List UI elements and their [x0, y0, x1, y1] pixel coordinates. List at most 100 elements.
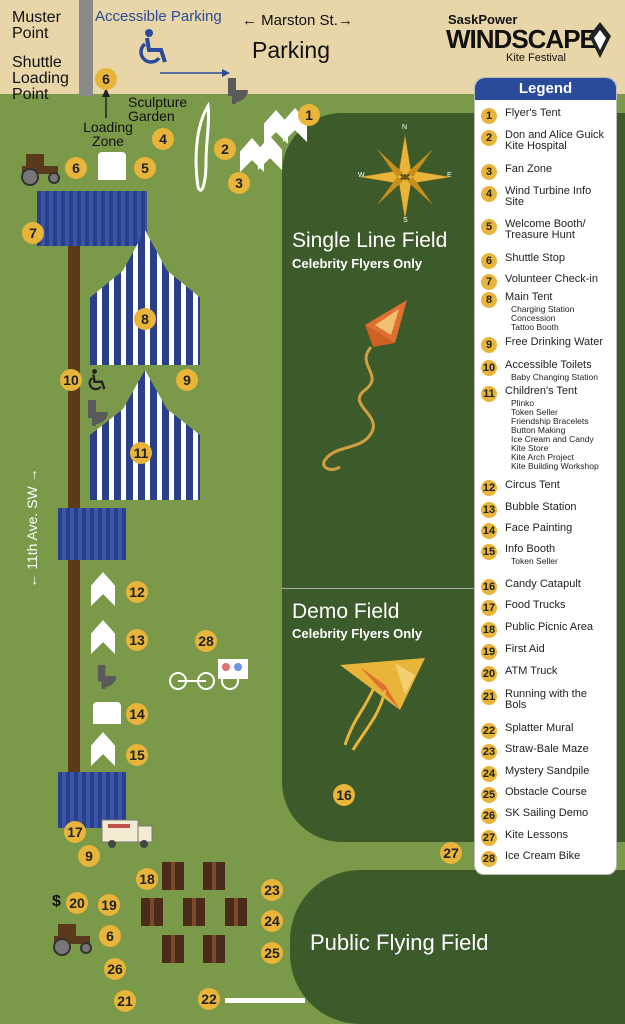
- single-line-subtitle: Celebrity Flyers Only: [292, 256, 423, 271]
- sculpture-garden-icon: [194, 102, 211, 192]
- legend-item-label: Public Picnic Area: [505, 621, 594, 633]
- marker-17: 17: [64, 821, 86, 843]
- legend-item-number: 17: [481, 600, 497, 616]
- legend-item-sub: Friendship Bracelets: [511, 416, 589, 426]
- muster-point-label: Muster Point: [12, 9, 61, 42]
- legend-item-sub: Charging Station: [511, 304, 575, 314]
- legend-item-number: 12: [481, 480, 497, 496]
- marston-street-label: ← Marston St.→: [242, 12, 353, 29]
- toilet-icon-2: [97, 664, 117, 689]
- legend-item-sub: Token Seller: [511, 556, 558, 566]
- legend-item-number: 1: [481, 108, 497, 124]
- compass-e: E: [447, 172, 452, 179]
- main-tent: [90, 230, 200, 365]
- picnic-table: [162, 935, 184, 963]
- volunteer-canopy: [37, 191, 147, 246]
- marker-24: 24: [261, 910, 283, 932]
- legend-item-label: Free Drinking Water: [505, 336, 604, 348]
- marker-10: 10: [60, 369, 82, 391]
- legend-item-number: 10: [481, 360, 497, 376]
- kite-icon-single-line: [322, 300, 407, 471]
- marker-8: 8: [134, 308, 156, 330]
- legend-item-label: Fan Zone: [505, 163, 553, 175]
- legend-item-label: Shuttle Stop: [505, 252, 565, 264]
- atm-dollar-sign: $: [52, 893, 61, 910]
- toilet-icon: [228, 78, 248, 104]
- compass-rose-icon: [359, 134, 451, 220]
- marker-13: 13: [126, 629, 148, 651]
- public-field-title: Public Flying Field: [310, 930, 489, 955]
- legend-item-sub: Kite Store: [511, 443, 549, 453]
- marker-12: 12: [126, 581, 148, 603]
- marker-9: 9: [176, 369, 198, 391]
- legend-item-sub: Kite Arch Project: [511, 452, 574, 462]
- legend-item-label: Info Booth: [505, 543, 556, 555]
- legend-item-label: Wind Turbine Info Site: [505, 185, 592, 208]
- shuttle-loading-label: Shuttle Loading Point: [12, 54, 69, 103]
- demo-title: Demo Field: [292, 600, 400, 623]
- legend-item-number: 2: [481, 130, 497, 146]
- accessible-parking-label: Accessible Parking: [95, 8, 222, 25]
- legend-item-number: 25: [481, 787, 497, 803]
- legend-item-number: 26: [481, 808, 497, 824]
- legend-item-label: ATM Truck: [505, 665, 558, 677]
- legend-item-number: 20: [481, 666, 497, 682]
- picnic-table: [183, 898, 205, 926]
- accessible-icon: [88, 369, 106, 391]
- kite-icon-demo: [340, 658, 425, 751]
- marker-14: 14: [126, 703, 148, 725]
- loading-zone-label: Loading Zone: [83, 119, 133, 149]
- marker-7: 7: [22, 222, 44, 244]
- picnic-table: [162, 862, 184, 890]
- marker-26: 26: [104, 958, 126, 980]
- logo-subtitle: Kite Festival: [506, 52, 566, 64]
- marker-6-lower: 6: [99, 925, 121, 947]
- arrow-up-icon: [102, 88, 110, 118]
- marker-5: 5: [134, 157, 156, 179]
- legend-item-label: Candy Catapult: [505, 578, 581, 590]
- logo-sponsor: SaskPower: [448, 12, 518, 27]
- accessible-toilet-icon: [88, 400, 108, 426]
- legend-item-label: Food Trucks: [505, 599, 566, 611]
- legend-item-number: 6: [481, 253, 497, 269]
- legend-item-label: Circus Tent: [505, 479, 560, 491]
- logo-title: WINDSCAPE: [446, 24, 597, 54]
- legend-item-number: 3: [481, 164, 497, 180]
- welcome-booth-icon: [98, 152, 126, 180]
- picnic-table: [225, 898, 247, 926]
- circus-tent-icon: [91, 572, 115, 606]
- demo-subtitle: Celebrity Flyers Only: [292, 626, 423, 641]
- marker-15: 15: [126, 744, 148, 766]
- legend-item-label: Splatter Mural: [505, 722, 574, 734]
- marker-18: 18: [136, 868, 158, 890]
- public-flying-field: [290, 870, 625, 1024]
- marker-16: 16: [333, 784, 355, 806]
- marker-6-shuttle: 6: [95, 68, 117, 90]
- shuttle-tractor-icon-2: [53, 924, 92, 956]
- legend-item-number: 13: [481, 502, 497, 518]
- marker-9-lower: 9: [78, 845, 100, 867]
- picnic-table: [203, 862, 225, 890]
- ice-cream-bike-icon: [169, 659, 248, 690]
- face-painting-booth-icon: [93, 702, 121, 724]
- sculpture-garden-label: Sculpture Garden: [128, 94, 188, 124]
- legend-item-label: Volunteer Check-in: [505, 273, 598, 285]
- compass-n: N: [402, 124, 408, 131]
- splatter-mural: [225, 998, 305, 1003]
- field-divider: [282, 588, 482, 589]
- legend-item-number: 4: [481, 186, 497, 202]
- legend-item-label: Welcome Booth/ Treasure Hunt: [505, 218, 586, 241]
- marker-21: 21: [114, 990, 136, 1012]
- legend-item-number: 8: [481, 292, 497, 308]
- legend-item-number: 16: [481, 579, 497, 595]
- bubble-station-icon: [91, 620, 115, 654]
- circus-canopy: [58, 508, 126, 560]
- windscape-logo: SaskPower WINDSCAPE Kite Festival: [446, 12, 611, 72]
- legend-item-label: Straw-Bale Maze: [505, 743, 589, 755]
- legend-item-sub: Ice Cream and Candy: [511, 434, 594, 444]
- parking-label: Parking: [252, 37, 330, 63]
- kite-hospital-icon-2: [258, 136, 282, 170]
- legend-item-number: 14: [481, 523, 497, 539]
- single-line-title: Single Line Field: [292, 229, 448, 252]
- marker-3: 3: [228, 172, 250, 194]
